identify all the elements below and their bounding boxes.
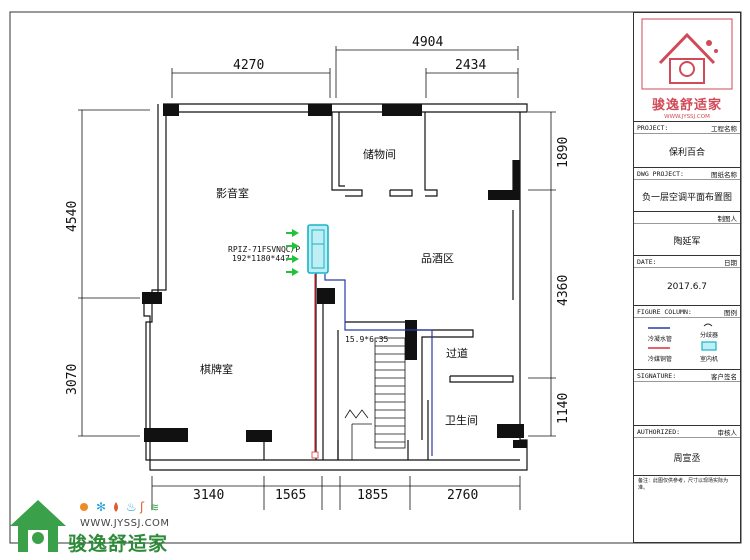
brand-bottom: ✻ ♨ ʃ ≋ WWW.JYSSJ.COM 骏逸舒适家 (6, 496, 182, 556)
dim-right-top: 1890 (556, 137, 571, 168)
dwg-key: DWG PROJECT: (637, 169, 684, 178)
auth-key: AUTHORIZED: (637, 427, 681, 436)
airflow-arrows (286, 229, 299, 276)
indoor-unit (307, 224, 329, 274)
pipe-spec-label: 15.9*6.35 (345, 335, 389, 344)
dimension-lines (78, 46, 556, 510)
figure-key-cn: 图例 (724, 308, 737, 317)
dim-bottom-2: 1565 (275, 488, 306, 503)
dwg-key-cn: 图纸名称 (711, 170, 737, 179)
house-icon (10, 500, 66, 552)
condensate-pipe (324, 274, 433, 456)
svg-text:♨: ♨ (126, 500, 137, 514)
figure-row: FIGURE COLUMN: 图例 冷凝水管 分歧器 冷媒铜管 室内机 (634, 306, 740, 370)
signature-key: SIGNATURE: (637, 371, 677, 380)
auth-value: 周宣丞 (673, 453, 701, 464)
dim-left-upper: 4540 (65, 201, 80, 232)
pipes (314, 274, 433, 456)
room-wine: 品酒区 (421, 252, 454, 265)
weather-icons: ✻ ♨ ʃ ≋ (80, 500, 159, 514)
date-key-cn: 日期 (724, 258, 737, 267)
dim-bottom-4: 2760 (447, 488, 478, 503)
drawer-row: 制图人 陶延军 (634, 212, 740, 256)
dim-right-mid: 4360 (556, 275, 571, 306)
dwg-value: 负一层空调平面布置图 (641, 192, 732, 203)
signature-key-cn: 客户签名 (711, 372, 737, 381)
dim-top-right: 2434 (455, 58, 486, 73)
legend-indoor: 室内机 (700, 356, 719, 363)
project-key: PROJECT: (637, 123, 669, 132)
title-block-brand-url: WWW.JYSSJ.COM (664, 114, 710, 120)
house-logo-icon (641, 18, 733, 90)
room-chess: 棋牌室 (200, 362, 233, 376)
sheet-border (9, 11, 742, 544)
unit-model-label: RPIZ-71FSVNQC/P (228, 245, 300, 254)
date-key: DATE: (637, 257, 657, 266)
dim-bottom-3: 1855 (357, 488, 388, 503)
room-storage: 储物间 (363, 147, 396, 161)
date-value: 2017.6.7 (666, 282, 708, 292)
columns (142, 104, 527, 448)
legend-refrig: 冷媒铜管 (648, 356, 673, 363)
dim-bottom-1: 3140 (193, 488, 224, 503)
figure-key: FIGURE COLUMN: (637, 307, 692, 316)
stairs (344, 337, 406, 460)
room-corridor: 过道 (446, 346, 468, 360)
pipe-end-marker (311, 451, 319, 459)
brand-bottom-name: 骏逸舒适家 (68, 533, 169, 555)
dim-top-left: 4270 (233, 58, 264, 73)
bottom-note: 备注：此图仅供参考，尺寸以现场实际为准。 (638, 478, 729, 491)
room-theater: 影音室 (216, 186, 249, 200)
svg-text:✻: ✻ (96, 500, 106, 514)
dim-right-bottom: 1140 (556, 393, 571, 424)
project-value: 保利百合 (668, 147, 705, 158)
legend-pipe: 冷凝水管 (648, 336, 673, 343)
title-block-brand-name: 骏逸舒适家 (651, 98, 722, 113)
svg-text:≋: ≋ (150, 501, 159, 514)
dim-left-lower: 3070 (65, 364, 80, 395)
title-block: 骏逸舒适家 WWW.JYSSJ.COM PROJECT: 工程名称 保利百合 DW… (633, 12, 741, 543)
unit-size-label: 192*1180*447 (232, 254, 290, 263)
legend-splitter: 分歧器 (700, 332, 719, 339)
title-block-logo: 骏逸舒适家 WWW.JYSSJ.COM (634, 13, 740, 122)
svg-text:ʃ: ʃ (139, 500, 145, 514)
legend: 冷凝水管 分歧器 冷媒铜管 室内机 (634, 318, 740, 372)
drawer-key-cn: 制图人 (717, 214, 738, 223)
room-bathroom: 卫生间 (445, 413, 478, 427)
project-key-cn: 工程名称 (711, 124, 737, 133)
auth-key-cn: 审核人 (717, 428, 738, 437)
date-row: DATE: 日期 2017.6.7 (634, 256, 740, 306)
project-row: PROJECT: 工程名称 保利百合 (634, 122, 740, 168)
signature-row: SIGNATURE: 客户签名 (634, 370, 740, 426)
auth-row: AUTHORIZED: 审核人 周宣丞 (634, 426, 740, 476)
dwg-row: DWG PROJECT: 图纸名称 负一层空调平面布置图 (634, 168, 740, 212)
drawer-value: 陶延军 (673, 236, 701, 247)
legend-symbols (648, 323, 717, 351)
brand-bottom-url: WWW.JYSSJ.COM (80, 518, 170, 529)
dim-top-overall: 4904 (412, 35, 443, 50)
